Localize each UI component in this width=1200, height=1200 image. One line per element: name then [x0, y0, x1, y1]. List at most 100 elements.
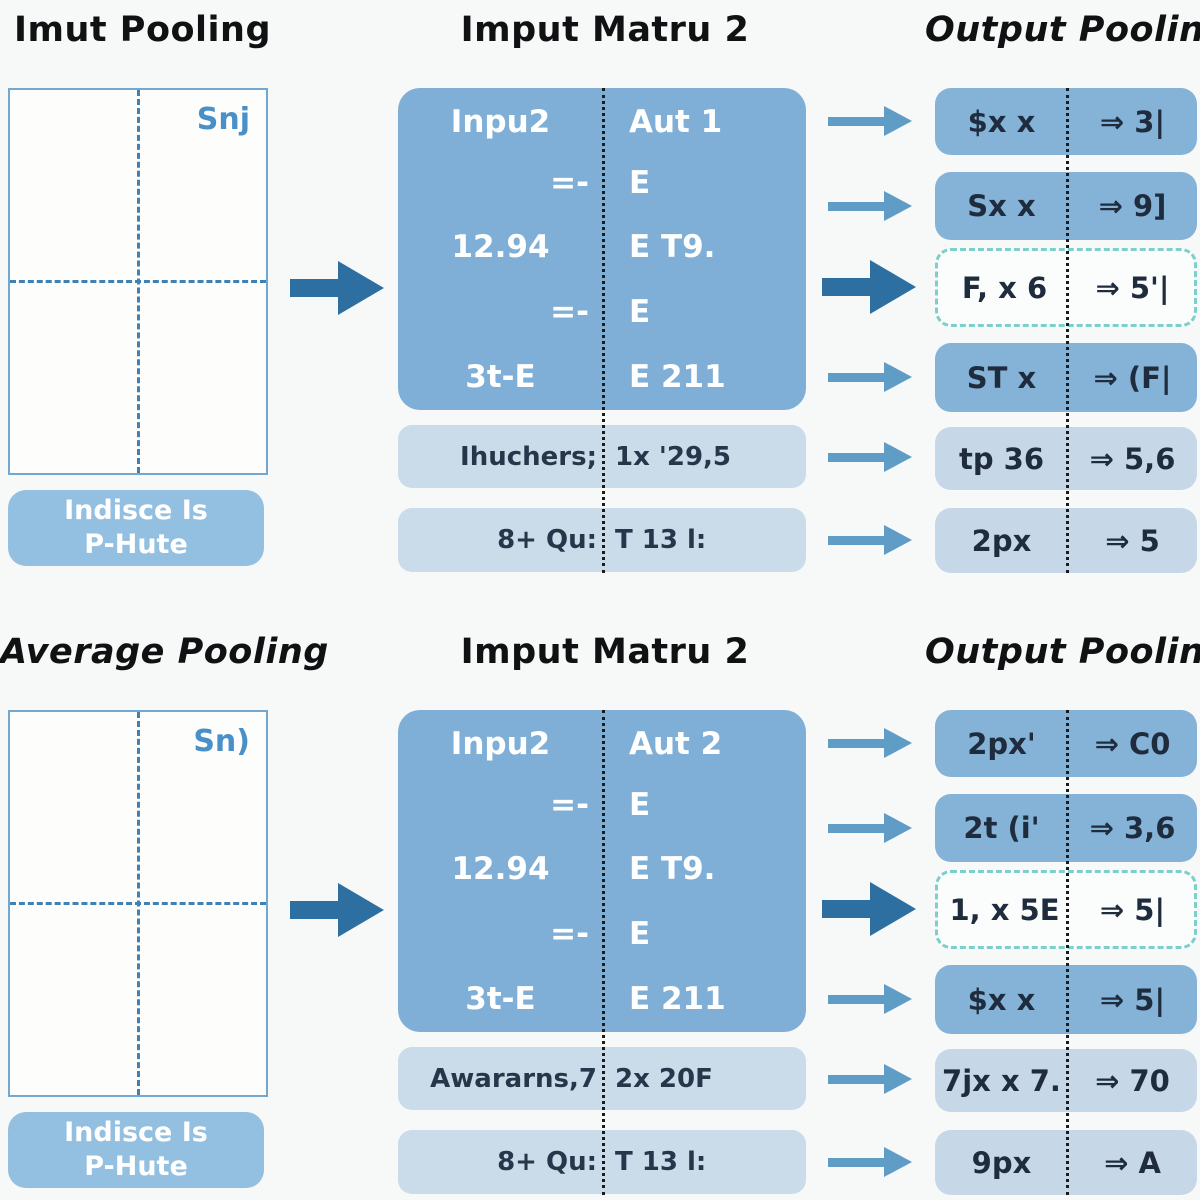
output-cell-right: ⇒ 3,6 — [1089, 811, 1176, 845]
matrix-cell-left: =- — [550, 787, 589, 823]
grid-to-matrix-arrow-icon — [290, 261, 384, 315]
matrix-to-output-arrow-icon — [828, 813, 912, 843]
matrix-cell-left: 3t-E — [465, 981, 536, 1017]
arrow-head — [338, 883, 384, 937]
output-cell-right: ⇒ 5| — [1099, 982, 1166, 1017]
output-cell-left: ST x — [966, 360, 1037, 395]
matrix-cell-left: Inpu2 — [450, 726, 551, 762]
grid-caption-line1: Indisce Is — [64, 1117, 208, 1148]
output-divider-dotted-line — [1066, 710, 1069, 1195]
matrix-cell-left: =- — [550, 916, 589, 952]
note-cell-left: 8+ Qu: — [497, 525, 597, 555]
matrix-to-output-arrow-icon — [828, 525, 912, 555]
grid-caption-line2: P-Hute — [84, 529, 188, 560]
matrix-cell-right: E — [629, 916, 651, 952]
matrix-to-output-arrow-icon — [828, 1147, 912, 1177]
arrow-shaft — [822, 900, 870, 918]
right-title: Output Pooling — [925, 10, 1200, 50]
grid-horizontal-dashed-line — [10, 280, 266, 283]
arrow-head — [338, 261, 384, 315]
arrow-shaft — [828, 452, 884, 462]
grid-caption-box: Indisce Is P-Hute — [8, 490, 264, 566]
arrow-head — [884, 191, 912, 221]
grid-caption-line1: Indisce Is — [64, 495, 208, 526]
arrow-head — [884, 1147, 912, 1177]
note-cell-right: 2x 20F — [615, 1063, 713, 1094]
matrix-to-output-arrow-icon — [828, 1064, 912, 1094]
output-divider-dotted-line — [1066, 88, 1069, 573]
output-cell-right: ⇒ A — [1104, 1145, 1161, 1180]
arrow-head — [884, 813, 912, 843]
arrow-head — [884, 1064, 912, 1094]
matrix-row: =- E — [398, 912, 806, 956]
middle-title: Imput Matru 2 — [460, 632, 750, 672]
middle-title: Imput Matru 2 — [460, 10, 750, 50]
matrix-row: Inpu2 Aut 2 — [398, 722, 806, 766]
matrix-cell-left: =- — [550, 165, 589, 201]
matrix-row: 12.94 E T9. — [398, 225, 806, 269]
note-cell-right: T 13 l: — [615, 525, 707, 555]
output-cell-left: F, x 6 — [961, 270, 1048, 305]
matrix-row: =-E — [398, 783, 806, 827]
note-cell-right: T 13 l: — [615, 1147, 707, 1177]
matrix-to-output-arrow-icon — [828, 191, 912, 221]
output-cell-left: 2t (i' — [963, 811, 1040, 845]
matrix-row: 12.94 E T9. — [398, 847, 806, 891]
arrow-head — [870, 882, 916, 936]
matrix-cell-right: Aut 2 — [629, 726, 723, 762]
matrix-divider-dotted-line — [602, 88, 605, 573]
matrix-row: 3t-E E 211 — [398, 355, 806, 399]
matrix-to-output-arrow-icon — [828, 984, 912, 1014]
matrix-cell-right: E T9. — [629, 229, 716, 265]
matrix-cell-right: E T9. — [629, 851, 716, 887]
matrix-cell-left: Inpu2 — [450, 104, 551, 140]
grid-label: Sn) — [193, 724, 250, 759]
matrix-to-output-bold-arrow-icon — [822, 882, 916, 936]
arrow-shaft — [828, 994, 884, 1004]
output-cell-left: 1, x 5E — [949, 892, 1060, 927]
matrix-to-output-arrow-icon — [828, 362, 912, 392]
arrow-shaft — [828, 1157, 884, 1167]
matrix-cell-right: E 211 — [629, 359, 726, 395]
matrix-to-output-arrow-icon — [828, 442, 912, 472]
matrix-row: 3t-E E 211 — [398, 977, 806, 1021]
arrow-shaft — [290, 901, 338, 919]
matrix-cell-left: 12.94 — [451, 851, 550, 887]
output-cell-left: 7jx x 7. — [942, 1063, 1061, 1098]
matrix-to-output-arrow-icon — [828, 728, 912, 758]
grid-label: Snj — [196, 102, 250, 137]
arrow-head — [884, 984, 912, 1014]
output-cell-left: $x x — [967, 982, 1036, 1017]
arrow-shaft — [828, 823, 884, 833]
matrix-cell-left: 12.94 — [451, 229, 550, 265]
matrix-to-output-bold-arrow-icon — [822, 260, 916, 314]
note-cell-left: Ihuchers; — [460, 441, 597, 472]
matrix-cell-left: 3t-E — [465, 359, 536, 395]
output-cell-left: $x x — [967, 104, 1036, 139]
note-cell-right: 1x '29,5 — [615, 441, 732, 472]
matrix-cell-right: E 211 — [629, 981, 726, 1017]
arrow-shaft — [828, 535, 884, 545]
right-title: Output Pooling — [925, 632, 1200, 672]
output-cell-left: 9px — [971, 1145, 1032, 1180]
arrow-head — [884, 106, 912, 136]
arrow-head — [884, 525, 912, 555]
arrow-shaft — [828, 372, 884, 382]
output-cell-right: ⇒ 70 — [1095, 1063, 1170, 1098]
matrix-row: =-E — [398, 161, 806, 205]
output-cell-left: 2px' — [967, 726, 1036, 761]
matrix-divider-dotted-line — [602, 710, 605, 1195]
arrow-shaft — [828, 116, 884, 126]
arrow-shaft — [828, 738, 884, 748]
output-cell-left: Sx x — [967, 189, 1036, 223]
grid-to-matrix-arrow-icon — [290, 883, 384, 937]
input-grid-box: Snj — [8, 88, 268, 475]
matrix-cell-right: E — [629, 294, 651, 330]
arrow-shaft — [828, 1074, 884, 1084]
output-cell-right: ⇒ 5 — [1105, 523, 1160, 558]
matrix-to-output-arrow-icon — [828, 106, 912, 136]
input-grid-box: Sn) — [8, 710, 268, 1097]
